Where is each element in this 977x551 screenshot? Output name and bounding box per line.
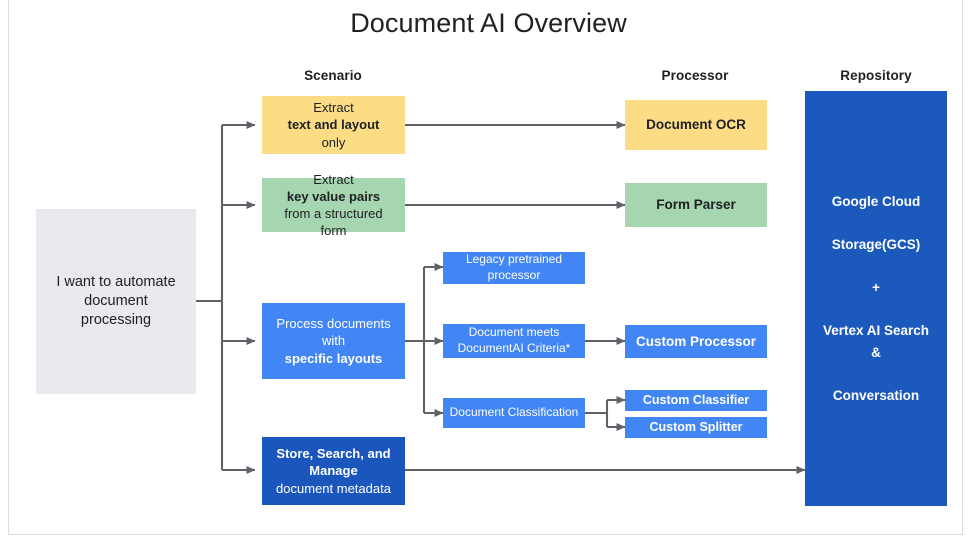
- entry-line-3: processing: [80, 312, 152, 329]
- intermediate-box-document-meets-criteria[interactable]: Document meets DocumentAI Criteria*: [443, 324, 585, 358]
- repo-line-5: Conversation: [832, 387, 920, 403]
- column-header-processor: Processor: [661, 68, 729, 83]
- entry-line-1: I want to automate: [56, 273, 176, 290]
- repo-line-2: Storage(GCS): [831, 236, 921, 252]
- intermediate-box-document-classification[interactable]: Document Classification: [443, 398, 585, 428]
- scenario-box-extract-key-value-pairs[interactable]: Extract key value pairs from a structure…: [262, 172, 405, 238]
- entry-box[interactable]: I want to automate document processing: [36, 209, 196, 394]
- processor-box-custom-classifier[interactable]: Custom Classifier: [625, 390, 767, 411]
- scenario-box-extract-text-and-layout[interactable]: Extract text and layout only: [262, 96, 405, 154]
- column-header-repository: Repository: [840, 68, 912, 83]
- entry-line-2: document: [84, 292, 148, 309]
- scenario-box-process-documents[interactable]: Process documents with specific layouts: [262, 303, 405, 379]
- intermediate-box-legacy-pretrained-processor[interactable]: Legacy pretrained processor: [443, 252, 585, 284]
- diagram-frame: [8, 0, 963, 535]
- processor-box-form-parser[interactable]: Form Parser: [625, 183, 767, 227]
- processor-box-custom-processor[interactable]: Custom Processor: [625, 325, 767, 358]
- repo-line-1: Google Cloud: [831, 193, 921, 209]
- column-header-scenario: Scenario: [304, 68, 362, 83]
- scenario-label-1: Extract key value pairs from a structure…: [284, 171, 383, 239]
- processor-box-document-ocr[interactable]: Document OCR: [625, 100, 767, 150]
- page-title: Document AI Overview: [350, 8, 627, 38]
- repository-label: Google Cloud Storage(GCS) + Vertex AI Se…: [805, 191, 947, 407]
- entry-box-label: I want to automate document processing: [44, 273, 187, 330]
- scenario-label-0: Extract text and layout only: [287, 100, 380, 150]
- repo-line-3: +: [872, 279, 880, 295]
- repository-box[interactable]: Google Cloud Storage(GCS) + Vertex AI Se…: [805, 91, 947, 506]
- repo-line-4: Vertex AI Search &: [822, 323, 930, 360]
- processor-box-custom-splitter[interactable]: Custom Splitter: [625, 417, 767, 438]
- scenario-label-3: Store, Search, and Manage document metad…: [276, 446, 391, 496]
- scenario-label-2: Process documents with specific layouts: [276, 316, 391, 366]
- scenario-box-store-search-manage[interactable]: Store, Search, and Manage document metad…: [262, 437, 405, 505]
